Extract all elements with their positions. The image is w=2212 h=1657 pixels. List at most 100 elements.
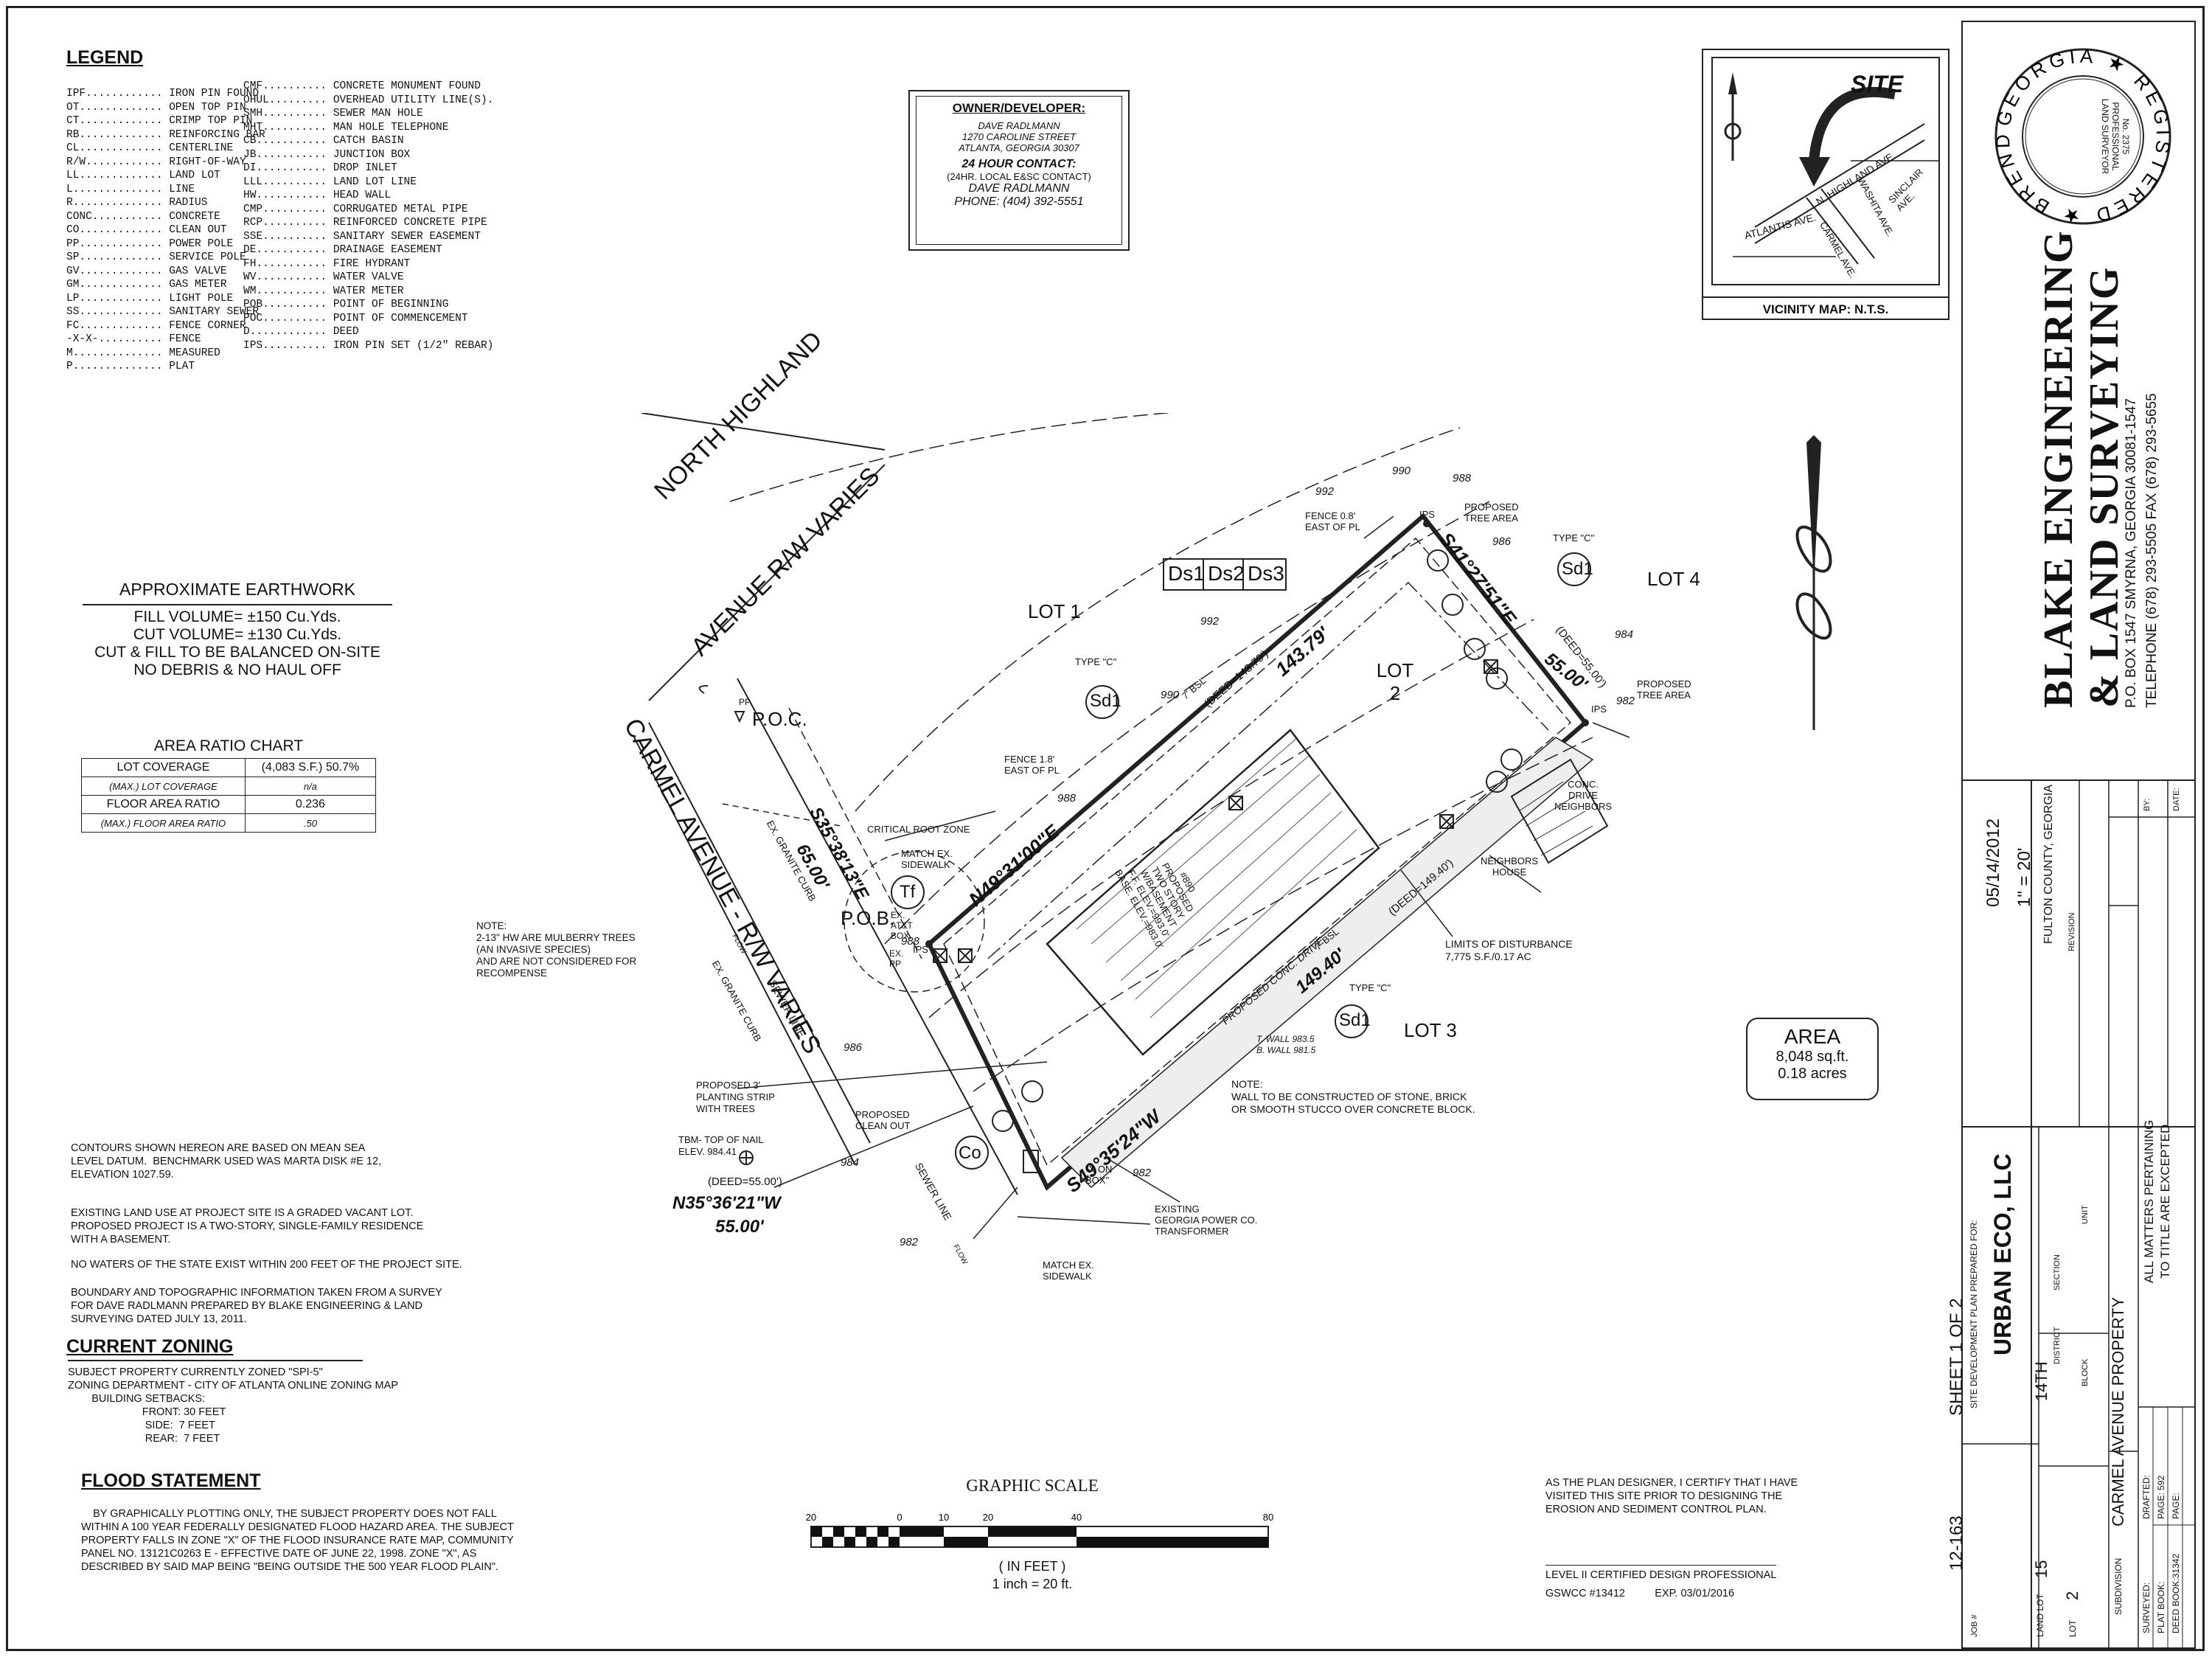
- proposed-clean-out: PROPOSED CLEAN OUT: [855, 1109, 911, 1131]
- contour-992-mid: 992: [1200, 615, 1220, 628]
- type-c-south: TYPE "C": [1349, 982, 1391, 993]
- contact-title: 24 HOUR CONTACT:: [961, 158, 1077, 170]
- area-title: AREA: [1784, 1025, 1841, 1048]
- lot2-word: LOT: [1376, 659, 1414, 681]
- ips-e: IPS: [1591, 704, 1607, 715]
- distance-north-west: 55.00': [715, 1217, 764, 1237]
- legend-entry: DI........... DROP INLET: [243, 162, 397, 174]
- client-name: URBAN ECO, LLC: [1989, 1153, 2016, 1355]
- power-pole-label: PP: [739, 697, 751, 707]
- legend-entry: IPF............ IRON PIN FOUND: [66, 88, 260, 100]
- legend-entry: SP............. SERVICE POLE: [66, 251, 246, 263]
- plan-date: 05/14/2012: [1983, 818, 2003, 907]
- plan-scale: 1" = 20': [2014, 847, 2034, 908]
- contour-990-west: 990: [1161, 689, 1180, 701]
- legend-entry: CONC........... CONCRETE: [66, 210, 220, 223]
- scale-block: [877, 1526, 888, 1537]
- site-plan: [633, 413, 1630, 1240]
- note-contours: CONTOURS SHOWN HEREON ARE BASED ON MEAN …: [71, 1142, 382, 1181]
- contour-988-west: 988: [1057, 792, 1077, 805]
- area-ratio-value: 0.236: [244, 795, 377, 814]
- subdivision-value: CARMEL AVENUE PROPERTY: [2109, 1296, 2127, 1526]
- certified-professional: LEVEL II CERTIFIED DESIGN PROFESSIONAL: [1545, 1565, 1777, 1582]
- area-ratio-value: (4,083 S.F.) 50.7%: [244, 758, 377, 777]
- section-label: SECTION: [2053, 1254, 2062, 1290]
- co-label: Co: [959, 1143, 981, 1163]
- ds1-label: Ds1: [1168, 562, 1205, 585]
- owner-city: ATLANTA, GEORGIA 30307: [959, 142, 1079, 153]
- area-ratio-chart: AREA RATIO CHART LOT COVERAGE(4,083 S.F.…: [81, 737, 377, 833]
- lot2-number: 2: [1389, 682, 1401, 704]
- pob-label: P.O.B.: [841, 907, 895, 929]
- scale-block: [944, 1537, 988, 1547]
- fill-volume: FILL VOLUME= ±150 Cu.Yds.: [133, 608, 341, 625]
- contact-sub: (24HR. LOCAL E&SC CONTACT): [947, 171, 1091, 182]
- legend-entry: GM............. GAS METER: [66, 279, 227, 291]
- legend-entry: -X-X-.......... FENCE: [66, 333, 201, 345]
- match-sidewalk-lower: MATCH EX. SIDEWALK: [1043, 1260, 1094, 1282]
- legend-entry: JB........... JUNCTION BOX: [243, 148, 411, 161]
- scale-block: [1077, 1537, 1268, 1547]
- legend-entry: PP............. POWER POLE: [66, 237, 234, 250]
- scale-tick-label: 20: [983, 1512, 993, 1523]
- plat-page: PAGE: 592: [2156, 1475, 2166, 1519]
- contact-phone: PHONE: (404) 392-5551: [954, 195, 1084, 208]
- subdivision-label: SUBDIVISION: [2113, 1557, 2124, 1615]
- area-ratio-table: LOT COVERAGE(4,083 S.F.) 50.7%(MAX.) LOT…: [81, 758, 377, 833]
- legend-entry: POB.......... POINT OF BEGINNING: [243, 299, 449, 310]
- legend-entry: OHUL......... OVERHEAD UTILITY LINE(S).: [243, 94, 494, 106]
- conc-drive-neighbors: CONC. DRIVE NEIGHBORS: [1554, 779, 1613, 812]
- scale-block: [822, 1537, 833, 1547]
- contour-982-east: 982: [1616, 695, 1635, 707]
- contour-988-top: 988: [1453, 472, 1472, 484]
- legend-entry: DE........... DRAINAGE EASEMENT: [243, 244, 442, 256]
- scale-block: [811, 1526, 822, 1537]
- unit-label: UNIT: [2081, 1205, 2090, 1224]
- legend-entry: LP............. LIGHT POLE: [66, 292, 234, 305]
- legend-entry: R/W............ RIGHT-OF-WAY: [66, 156, 246, 168]
- area-ratio-value: .50: [244, 813, 377, 833]
- legend-entry: OT............. OPEN TOP PIN: [66, 101, 246, 114]
- ips-w: IPS: [913, 944, 928, 955]
- sd1-east-label: Sd1: [1562, 559, 1593, 579]
- lot3-label: LOT 3: [1404, 1019, 1457, 1041]
- type-c-east: TYPE "C": [1553, 532, 1595, 543]
- legend-entry: RB............. REINFORCING BAR: [66, 128, 265, 141]
- legend-entry: SMH.......... SEWER MAN HOLE: [243, 108, 423, 119]
- cut-volume: CUT VOLUME= ±130 Cu.Yds.: [133, 626, 342, 643]
- title-exception: ALL MATTERS PERTAINING TO TITLE ARE EXCE…: [2142, 1119, 2172, 1283]
- area-ratio-label: (MAX.) FLOOR AREA RATIO: [81, 813, 246, 833]
- designer-certification: AS THE PLAN DESIGNER, I CERTIFY THAT I H…: [1545, 1477, 1798, 1515]
- legend-entry: FC............. FENCE CORNER: [66, 319, 246, 332]
- area-ratio-row: (MAX.) FLOOR AREA RATIO.50: [81, 813, 377, 833]
- legend-entry: RCP.......... REINFORCED CONCRETE PIPE: [243, 217, 487, 229]
- area-ratio-label: (MAX.) LOT COVERAGE: [81, 777, 246, 796]
- legend-entry: WM........... WATER METER: [243, 285, 404, 297]
- ex-att-box: EX. AT&T BOX: [891, 910, 913, 941]
- lot-label: LOT: [2067, 1619, 2078, 1637]
- wall-elevations: T. WALL 983.5 B. WALL 981.5: [1256, 1034, 1316, 1055]
- area-sqft: 8,048 sq.ft.: [1775, 1049, 1849, 1065]
- surveyed-label: SURVEYED:: [2141, 1582, 2152, 1633]
- neighbors-house: NEIGHBORS HOUSE: [1481, 855, 1539, 878]
- legend-entry: D............ DEED: [243, 326, 359, 338]
- proposed-tree-area-ne: PROPOSED TREE AREA: [1464, 501, 1519, 524]
- zoning-title: CURRENT ZONING: [66, 1336, 234, 1357]
- revision-label: REVISION: [2067, 912, 2076, 951]
- scale-block: [888, 1537, 900, 1547]
- plat-book-label: PLAT BOOK:: [2156, 1581, 2166, 1633]
- flood-title: FLOOD STATEMENT: [81, 1470, 261, 1491]
- cut-fill-balance: CUT & FILL TO BE BALANCED ON-SITE: [94, 644, 380, 661]
- deed-page: PAGE:: [2171, 1493, 2181, 1519]
- area-ratio-label: FLOOR AREA RATIO: [81, 795, 246, 814]
- flood-text: BY GRAPHICALLY PLOTTING ONLY, THE SUBJEC…: [81, 1508, 514, 1573]
- scale-tick-label: 20: [806, 1512, 816, 1523]
- scale-block: [866, 1537, 877, 1547]
- match-sidewalk-upper: MATCH EX. SIDEWALK: [901, 848, 953, 870]
- fence-0-8-label: FENCE 0.8' EAST OF PL: [1305, 510, 1360, 532]
